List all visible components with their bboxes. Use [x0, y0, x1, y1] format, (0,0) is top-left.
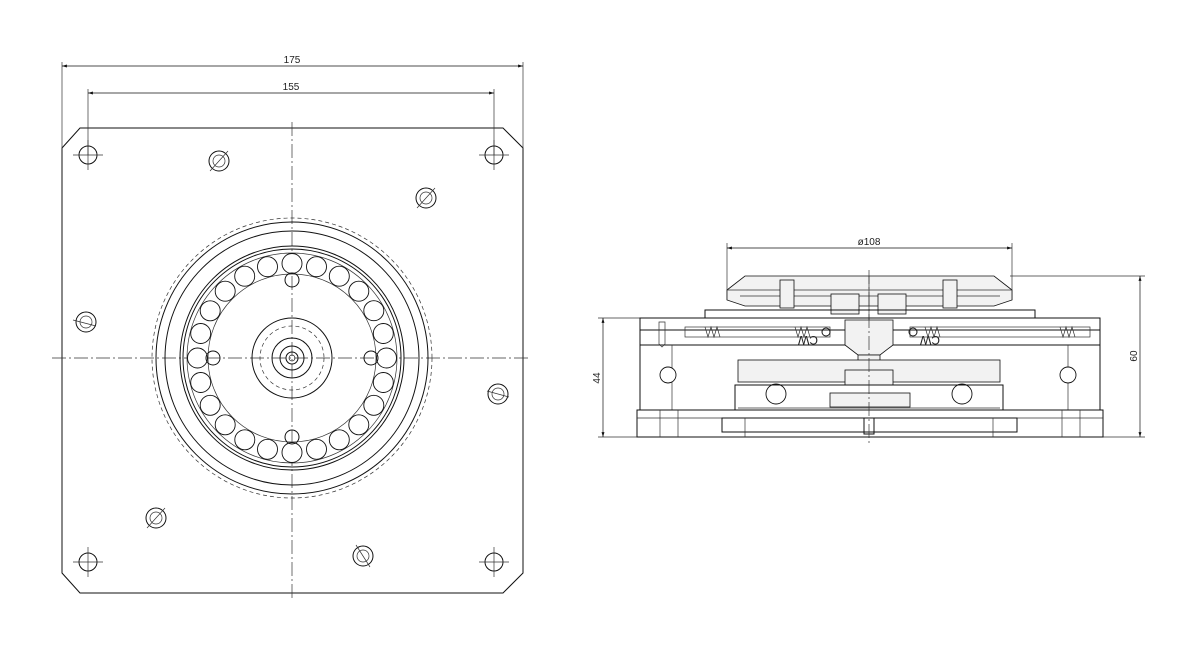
shaft-center: [288, 354, 296, 362]
top-plate: [726, 275, 1013, 307]
bearing-ball: [372, 372, 394, 393]
ball-track-outer: [186, 252, 398, 464]
dim-text-60: 60: [1129, 350, 1140, 362]
spring-left: [684, 325, 831, 339]
axis-holes: [205, 272, 379, 445]
shaft: [285, 351, 299, 365]
ring-3: [179, 245, 405, 471]
ball-track-inner: [207, 273, 377, 443]
outer-ring: [155, 221, 429, 495]
ring-2: [164, 230, 420, 486]
bearing-ball: [257, 438, 278, 460]
spring-label-left: CW: [797, 333, 818, 347]
bearing-ball: [234, 429, 256, 451]
bearing-ball: [214, 280, 236, 302]
bearing-ball: [376, 347, 397, 369]
corner-mounting-holes: [73, 140, 509, 577]
ring-4: [182, 248, 402, 468]
dim-text-175: 175: [284, 55, 301, 66]
bearing-ball: [234, 265, 256, 287]
hub-mid: [271, 337, 313, 379]
bearing-ball: [257, 256, 278, 278]
bearing-ball: [281, 442, 303, 463]
threaded-holes: [72, 150, 510, 568]
spring-label-right: CW: [919, 333, 940, 347]
hub-outer: [251, 317, 333, 399]
dim-text-44: 44: [592, 372, 603, 384]
upper-housing: [704, 309, 1036, 319]
bearing-ball: [199, 300, 221, 322]
side-view: ø108 44 60: [592, 237, 1145, 446]
bearing-ball: [328, 265, 350, 287]
hub-bore: [279, 345, 305, 371]
hub-dashed: [259, 325, 325, 391]
bearing-ball: [190, 372, 212, 393]
bearing-ball: [306, 256, 327, 278]
bearing-ball: [348, 280, 370, 302]
plan-view: 175 155: [52, 55, 528, 600]
bearing-ball: [348, 414, 370, 436]
bearing-ball: [281, 253, 303, 274]
bearing-ball: [363, 300, 385, 322]
bearing-ball: [306, 438, 327, 460]
side-view-balls: [659, 366, 1077, 405]
dim-text-155: 155: [283, 82, 300, 93]
bearing-ball: [214, 414, 236, 436]
bearing-ball: [199, 394, 221, 416]
outer-ring-dashed: [151, 217, 433, 499]
base-plate-outline: [61, 127, 524, 594]
bearing-ball: [187, 347, 208, 369]
bearing-ball: [328, 429, 350, 451]
bearing-ball: [363, 394, 385, 416]
dim-text-108: ø108: [858, 237, 881, 248]
bearing-balls: [187, 253, 397, 463]
spring-right: [908, 325, 1091, 339]
bearing-ball: [190, 323, 212, 344]
bearing-ball: [372, 323, 394, 344]
base-flange: [636, 409, 1104, 438]
